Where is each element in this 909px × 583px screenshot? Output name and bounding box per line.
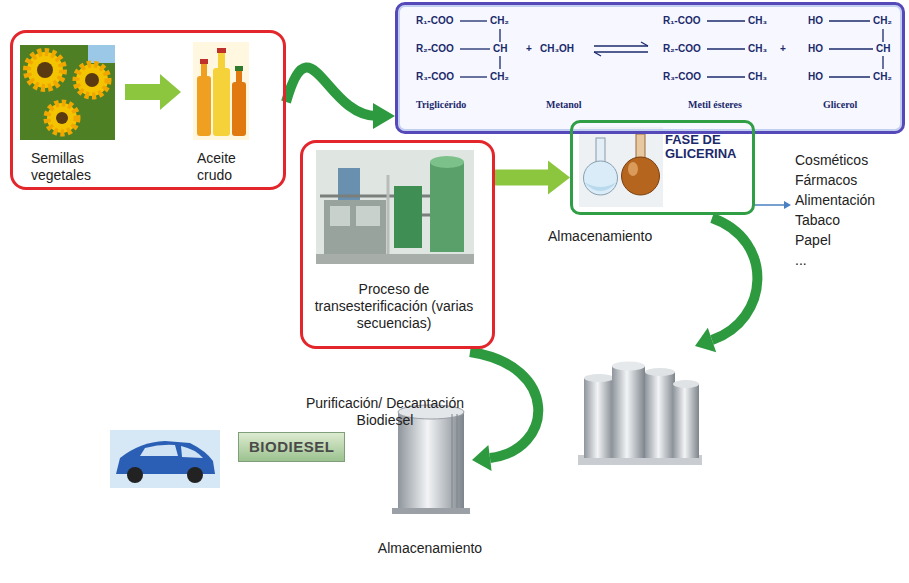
node-text: CH bbox=[493, 43, 507, 55]
node-text: R₁-COO bbox=[663, 15, 700, 27]
node-text: CH bbox=[876, 43, 890, 55]
node-text: R₃-COO bbox=[416, 71, 454, 83]
label-text: Almacenamiento bbox=[360, 540, 500, 557]
node-text: CH₂ bbox=[873, 15, 892, 27]
node-text: CH₃OH bbox=[540, 43, 574, 55]
node-text: Metil ésteres bbox=[688, 99, 742, 111]
node-text: CH₃ bbox=[748, 15, 767, 27]
node-text: HO bbox=[808, 15, 823, 27]
label-text: Purificación/ Decantación Biodiesel bbox=[290, 395, 480, 429]
oil-bottles-picture bbox=[193, 42, 249, 140]
node-text: + bbox=[780, 43, 786, 55]
node-text: CH₃ bbox=[748, 71, 767, 83]
node-text: + bbox=[526, 43, 532, 55]
node-text: CH₂ bbox=[490, 71, 509, 83]
node-text: CH₂ bbox=[490, 15, 509, 27]
node-text: Glicerol bbox=[823, 99, 857, 111]
flow-arrow bbox=[125, 74, 181, 110]
label-text: Papel bbox=[795, 232, 831, 249]
car-picture bbox=[110, 430, 220, 488]
node-text: Metanol bbox=[546, 99, 582, 111]
node-text: FASE DE GLICERINA bbox=[665, 133, 745, 162]
plant-picture bbox=[316, 150, 474, 264]
node-text: CH₃ bbox=[748, 43, 767, 55]
label-text: Alimentación bbox=[795, 192, 875, 209]
stage-box: Semillas vegetales Aceite crudo bbox=[10, 30, 286, 190]
flow-arrow bbox=[470, 352, 538, 471]
node-text: R₁-COO bbox=[416, 15, 453, 27]
node-text: Triglicérido bbox=[416, 99, 466, 111]
connector-arrow bbox=[286, 68, 395, 129]
label-text: Fármacos bbox=[795, 172, 857, 189]
node-text: R₂-COO bbox=[663, 43, 701, 55]
connector-arrow bbox=[495, 161, 570, 195]
phase-box: FASE DE GLICERINA bbox=[570, 120, 755, 215]
storage-tanks-picture bbox=[578, 362, 702, 466]
node-text: Proceso de transesterificación (varias s… bbox=[303, 281, 485, 331]
leader-arrow bbox=[752, 201, 791, 209]
node-text: R₂-COO bbox=[416, 43, 454, 55]
reaction-box: R₁-COO CH₂ R₁-COO CH₃ HO CH₂ R₂-COO CH + CH₃OH R₂-… bbox=[395, 2, 905, 134]
flasks-picture bbox=[579, 127, 663, 207]
chemical-bonds bbox=[460, 21, 883, 77]
product-banner: BIODIESEL bbox=[238, 432, 345, 462]
node-text: BIODIESEL bbox=[249, 438, 334, 456]
node-text: Semillas vegetales bbox=[31, 150, 131, 184]
node-text: R₃-COO bbox=[663, 71, 701, 83]
node-text: HO bbox=[808, 43, 823, 55]
node-text: CH₂ bbox=[873, 71, 892, 83]
label-text: Tabaco bbox=[795, 212, 840, 229]
label-text: Cosméticos bbox=[795, 152, 868, 169]
label-text: Almacenamiento bbox=[548, 228, 652, 245]
node-text: Aceite crudo bbox=[197, 150, 267, 184]
node-text: HO bbox=[808, 71, 823, 83]
stage-box: Proceso de transesterificación (varias s… bbox=[300, 140, 495, 349]
flow-arrow bbox=[695, 218, 757, 352]
reaction-ground bbox=[396, 3, 904, 133]
label-text: ... bbox=[795, 252, 807, 269]
sunflower-picture bbox=[20, 45, 115, 140]
